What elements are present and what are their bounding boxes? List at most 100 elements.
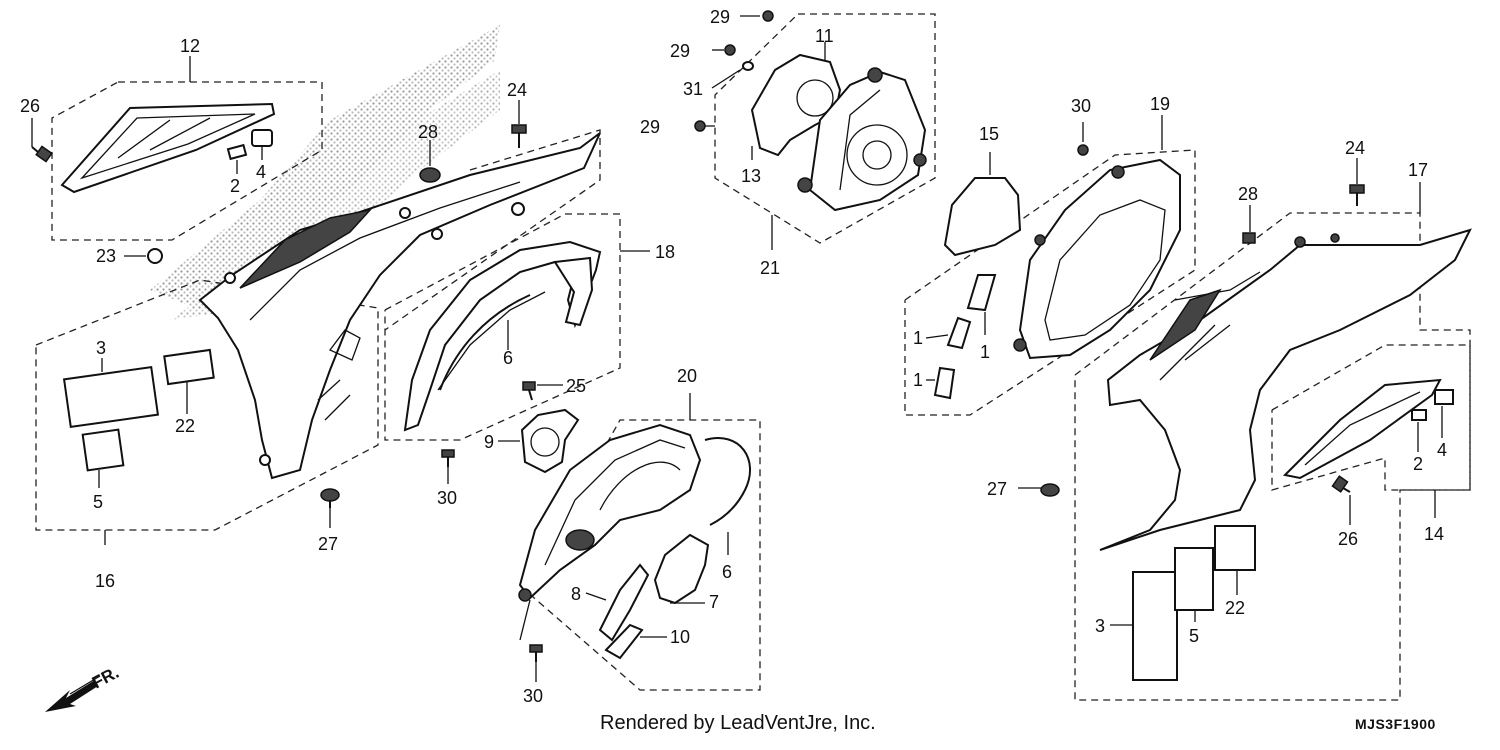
part-30-screw-a xyxy=(441,449,455,484)
part-1-seal-a xyxy=(966,274,997,335)
label-6-b: 6 xyxy=(722,562,732,582)
label-26-right: 26 xyxy=(1338,529,1358,549)
group-18-outline xyxy=(384,213,650,441)
part-24-screw xyxy=(511,100,527,148)
label-24-left: 24 xyxy=(507,80,527,100)
part-7-gasket xyxy=(653,533,710,605)
group-14-outline xyxy=(1271,344,1471,518)
part-4-clip-b xyxy=(1434,389,1454,438)
label-30-a: 30 xyxy=(437,488,457,508)
label-5-left: 5 xyxy=(93,492,103,512)
part-18-inner-panel xyxy=(403,240,602,432)
part-29-screw-b xyxy=(712,44,736,56)
label-15: 15 xyxy=(979,124,999,144)
part-28-clip-b xyxy=(1242,205,1256,244)
label-3-left: 3 xyxy=(96,338,106,358)
part-6-seal-b xyxy=(704,437,751,555)
part-9-cover xyxy=(498,408,580,474)
label-10: 10 xyxy=(670,627,690,647)
part-31-washer xyxy=(711,61,754,89)
part-27-clip-a xyxy=(320,488,340,528)
part-24-screw-b xyxy=(1349,158,1365,206)
part-27-clip-b xyxy=(1018,483,1060,497)
label-13: 13 xyxy=(741,166,761,186)
part-2-clip-b xyxy=(1411,409,1427,452)
part-1-seal-b xyxy=(925,316,972,350)
label-24-right: 24 xyxy=(1345,138,1365,158)
part-11-gasket xyxy=(750,42,842,157)
group-19-outline xyxy=(904,115,1196,416)
part-14-vent-cover xyxy=(1282,378,1442,480)
label-19: 19 xyxy=(1150,94,1170,114)
part-5-sticker-b xyxy=(1174,547,1214,622)
label-21: 21 xyxy=(760,258,780,278)
label-4-right: 4 xyxy=(1437,440,1447,460)
label-30-c: 30 xyxy=(1071,96,1091,116)
part-1-seal-c xyxy=(926,366,956,400)
part-28-clip xyxy=(419,140,441,183)
stipple-background xyxy=(150,25,500,320)
group-12-outline xyxy=(51,56,323,241)
part-10-pad xyxy=(604,623,667,660)
label-28-right: 28 xyxy=(1238,184,1258,204)
label-27-right: 27 xyxy=(987,479,1007,499)
part-6-seal xyxy=(439,294,531,391)
part-22-sticker xyxy=(163,348,215,386)
label-14: 14 xyxy=(1424,524,1444,544)
label-26-left: 26 xyxy=(20,96,40,116)
label-4-left: 4 xyxy=(256,162,266,182)
label-23: 23 xyxy=(96,246,116,266)
part-29-screw-c xyxy=(694,120,715,132)
label-2-left: 2 xyxy=(230,176,240,196)
group-21-outline xyxy=(714,13,936,250)
label-9: 9 xyxy=(484,432,494,452)
label-29-c: 29 xyxy=(640,117,660,137)
part-26-bolt xyxy=(31,118,53,163)
part-4-clip xyxy=(251,129,273,147)
part-29-screw-a xyxy=(740,10,774,22)
part-3-sticker xyxy=(62,365,160,429)
label-7: 7 xyxy=(709,592,719,612)
label-18: 18 xyxy=(655,242,675,262)
label-22-left: 22 xyxy=(175,416,195,436)
part-25-bolt xyxy=(522,381,563,401)
part-23-nut xyxy=(124,248,163,264)
part-3-sticker-b xyxy=(1110,571,1178,681)
group-17-outline xyxy=(1074,182,1471,701)
label-8: 8 xyxy=(571,584,581,604)
part-30-screw-b xyxy=(529,644,543,682)
label-11: 11 xyxy=(815,26,834,46)
part-26-bolt-b xyxy=(1331,475,1351,525)
label-3-right: 3 xyxy=(1095,616,1105,636)
label-31: 31 xyxy=(683,79,703,99)
label-1-c: 1 xyxy=(913,370,923,390)
group-16-outline xyxy=(35,279,379,545)
part-12-vent-cover xyxy=(60,102,276,194)
front-direction-arrow xyxy=(45,675,101,712)
callout-labels: 12 26 2 4 23 28 24 3 22 5 16 18 6 25 9 3… xyxy=(20,7,1447,706)
label-16: 16 xyxy=(95,571,115,591)
label-2-right: 2 xyxy=(1413,454,1423,474)
part-8-pad xyxy=(585,563,650,642)
part-16-side-cowl xyxy=(198,132,601,480)
label-27-left: 27 xyxy=(318,534,338,554)
part-21-inner-cover xyxy=(797,67,927,212)
label-28-left: 28 xyxy=(418,122,438,142)
label-1-b: 1 xyxy=(913,328,923,348)
label-29-a: 29 xyxy=(710,7,730,27)
label-12: 12 xyxy=(180,36,200,56)
label-29-b: 29 xyxy=(670,41,690,61)
diagram-code: MJS3F1900 xyxy=(1355,716,1436,732)
part-17-side-cowl xyxy=(1099,228,1472,551)
part-20-inner-cover xyxy=(518,423,702,602)
label-25: 25 xyxy=(566,376,586,396)
label-1-a: 1 xyxy=(980,342,990,362)
part-22-sticker-b xyxy=(1214,525,1256,595)
label-22-right: 22 xyxy=(1225,598,1245,618)
label-30-b: 30 xyxy=(523,686,543,706)
label-5-right: 5 xyxy=(1189,626,1199,646)
part-30-screw-c xyxy=(1077,122,1089,156)
rendered-by-credit: Rendered by LeadVentJre, Inc. xyxy=(600,712,876,734)
part-15-pad xyxy=(943,152,1022,257)
part-2-clip xyxy=(226,143,248,161)
